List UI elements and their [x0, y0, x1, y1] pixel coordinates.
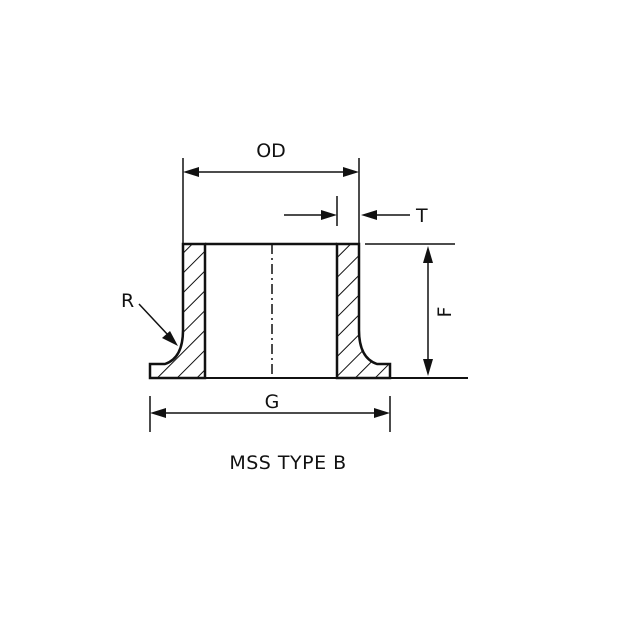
- t-label: T: [415, 205, 428, 227]
- g-dimension: G: [149, 391, 391, 432]
- od-dimension: OD: [182, 140, 360, 244]
- g-label: G: [265, 391, 280, 413]
- od-label: OD: [256, 140, 286, 162]
- f-label: F: [434, 307, 456, 318]
- f-dimension: F: [365, 243, 456, 376]
- right-wall-section: [335, 242, 392, 380]
- t-dimension: T: [284, 196, 428, 227]
- drawing-caption: MSS TYPE B: [229, 452, 346, 474]
- left-wall-section: [148, 242, 207, 380]
- stub-end-section: [148, 242, 468, 380]
- r-label: R: [121, 290, 134, 312]
- r-leader: R: [121, 290, 178, 346]
